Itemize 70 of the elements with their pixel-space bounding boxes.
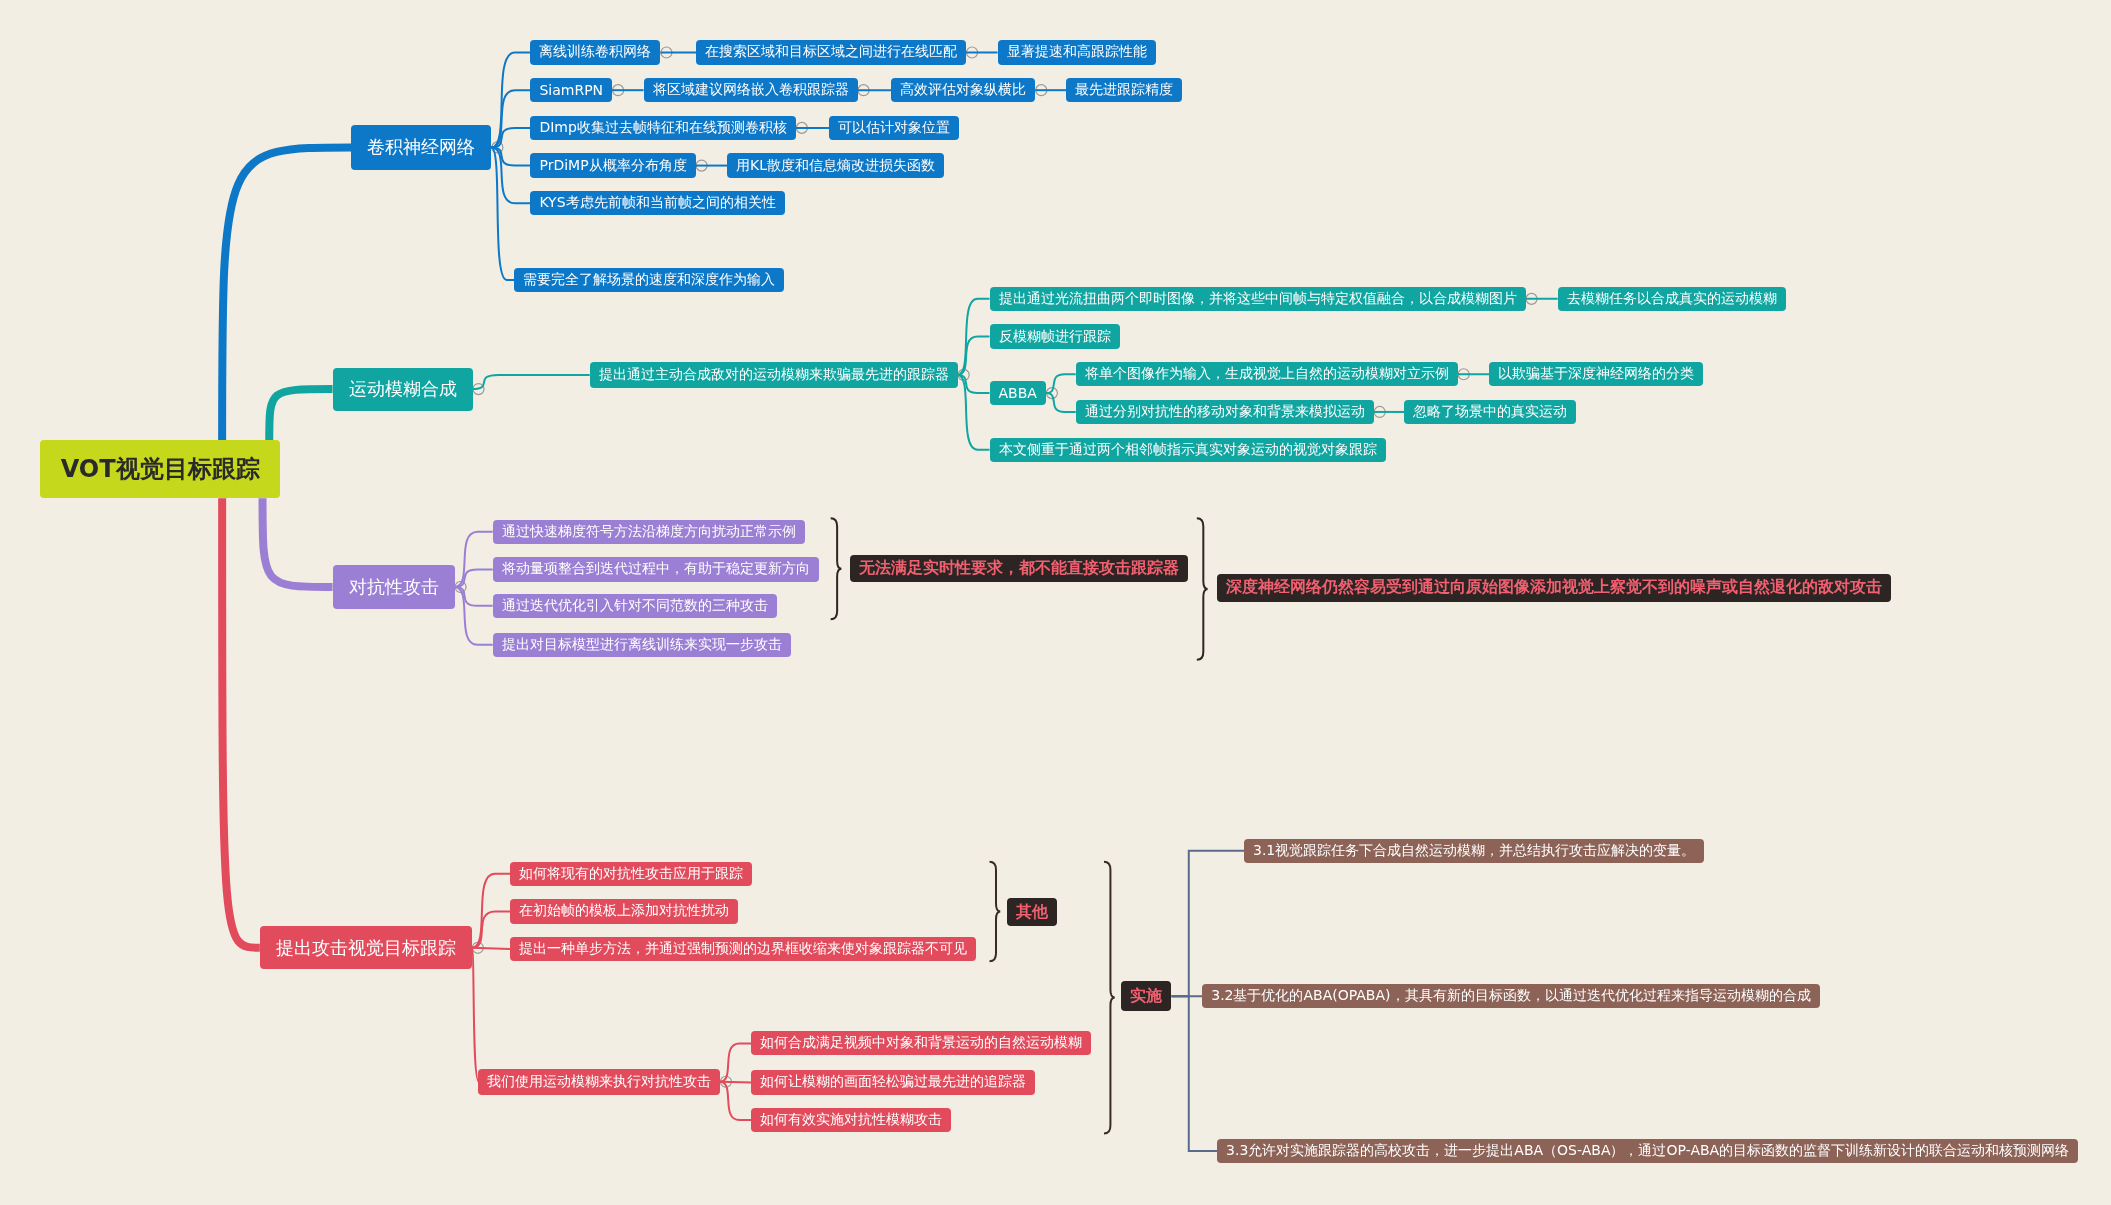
subtopic-box: DImp收集过去帧特征和在线预测卷积核	[530, 115, 796, 140]
connector-line	[470, 946, 512, 951]
subtopic-box: 如何让模糊的画面轻松骗过最先进的追踪器	[751, 1070, 1036, 1095]
subtopic-box: 3.2基于优化的ABA(OPABA)，其具有新的目标函数，以通过迭代优化过程来指导运动模糊的合成	[1202, 984, 1820, 1009]
subtopic-box: 最先进跟踪精度	[1066, 78, 1183, 103]
connector-line	[611, 89, 645, 92]
subtopic-box: 去模糊任务以合成真实的运动模糊	[1557, 286, 1786, 311]
connector-line	[453, 586, 494, 646]
subtopic-box: 忽略了场景中的真实运动	[1404, 399, 1577, 425]
subtopic-box: 以欺骗基于深度神经网络的分类	[1489, 362, 1703, 387]
subtopic-box: 3.3允许对实施跟踪器的高校攻击，进一步提出ABA（OS-ABA），通过OP-ABA的目标函数的监督下训练新设计的联合运动和核预测网络	[1217, 1138, 2079, 1164]
subtopic-box: 3.1视觉跟踪任务下合成自然运动模糊，并总结执行攻击应解决的变量。	[1243, 838, 1705, 863]
subtopic-box: 提出通过光流扭曲两个即时图像，并将这些中间帧与特定权值融合，以合成模糊图片	[989, 286, 1526, 311]
subtopic-box: 显著提速和高跟踪性能	[997, 40, 1156, 65]
connector-line	[694, 164, 728, 167]
subtopic-box: 用KL散度和信息熵改进损失函数	[727, 153, 944, 178]
subtopic-box: 如何有效实施对抗性模糊攻击	[751, 1108, 952, 1133]
connector-line	[1456, 373, 1490, 376]
connector-line	[956, 297, 991, 376]
topic-box: 提出攻击视觉目标跟踪	[259, 926, 472, 970]
subtopic-box: 如何将现有的对抗性攻击应用于跟踪	[510, 861, 753, 886]
subtopic-box: 反模糊帧进行跟踪	[989, 324, 1120, 349]
subtopic-box: 离线训练卷积网络	[530, 40, 661, 65]
connector-line	[471, 373, 591, 391]
connector-line	[258, 498, 333, 591]
connector-line	[470, 872, 512, 949]
subtopic-box: 高效评估对象纵横比	[891, 78, 1036, 103]
topic-box: 运动模糊合成	[332, 367, 473, 411]
central-topic-box: VOT视觉目标跟踪	[40, 440, 280, 499]
summary-box: 无法满足实时性要求，都不能直接攻击跟踪器	[849, 554, 1188, 582]
connector-line	[490, 146, 532, 205]
topic-box: 卷积神经网络	[351, 125, 492, 170]
subtopic-box: 如何合成满足视频中对象和背景运动的自然运动模糊	[751, 1031, 1092, 1056]
connector-line	[856, 89, 893, 92]
subtopic-box: 提出对目标模型进行离线训练来实现一步攻击	[492, 632, 791, 657]
subtopic-box: 本文侧重于通过两个相邻帧指示真实对象运动的视觉对象跟踪	[989, 437, 1386, 462]
connector-line	[718, 1042, 753, 1083]
subtopic-box: SiamRPN	[530, 78, 613, 103]
subtopic-box: 在搜索区域和目标区域之间进行在线匹配	[696, 40, 967, 65]
connector-line	[1372, 410, 1406, 413]
connector-line	[718, 1080, 753, 1122]
connector-line	[794, 126, 831, 129]
summary-box: 其他	[1007, 897, 1058, 927]
subtopic-box: 将动量项整合到迭代过程中，有助于稳定更新方向	[492, 557, 819, 582]
summary-box: 深度神经网络仍然容易受到通过向原始图像添加视觉上察觉不到的噪声或自然退化的敌对攻击	[1217, 573, 1892, 602]
connector-line	[659, 51, 698, 54]
subtopic-box: 通过分别对抗性的移动对象和背景来模拟运动	[1075, 399, 1374, 425]
connector-line	[490, 146, 516, 281]
subtopic-box: 通过快速梯度符号方法沿梯度方向扰动正常示例	[492, 519, 805, 544]
subtopic-box: 提出一种单步方法，并通过强制预测的边界框收缩来使对象跟踪器不可见	[510, 937, 977, 962]
subtopic-box: 通过迭代优化引入针对不同范数的三种攻击	[492, 593, 777, 618]
subtopic-box: PrDiMP从概率分布角度	[530, 153, 696, 178]
subtopic-box: 需要完全了解场景的速度和深度作为输入	[514, 267, 785, 293]
connector-line	[1044, 392, 1077, 413]
subtopic-box: 将区域建议网络嵌入卷积跟踪器	[643, 78, 858, 103]
connector-line	[1524, 297, 1559, 300]
subtopic-box: KYS考虑先前帧和当前帧之间的相关性	[530, 191, 785, 216]
subtopic-box: 可以估计对象位置	[829, 115, 960, 140]
subtopic-box: 将单个图像作为输入，生成视觉上自然的运动模糊对立示例	[1075, 362, 1458, 387]
connector-line	[965, 51, 999, 54]
connector-line	[218, 143, 352, 441]
subtopic-box: 在初始帧的模板上添加对抗性扰动	[510, 899, 739, 924]
connector-line	[956, 373, 991, 451]
topic-box: 对抗性攻击	[332, 565, 455, 609]
subtopic-box: ABBA	[989, 381, 1046, 406]
summary-box: 实施	[1121, 981, 1172, 1012]
subtopic-box: 我们使用运动模糊来执行对抗性攻击	[477, 1068, 720, 1095]
subtopic-box: 提出通过主动合成敌对的运动模糊来欺骗最先进的跟踪器	[589, 362, 958, 388]
connector-line	[1170, 995, 1219, 1153]
connector-line	[1034, 89, 1068, 92]
